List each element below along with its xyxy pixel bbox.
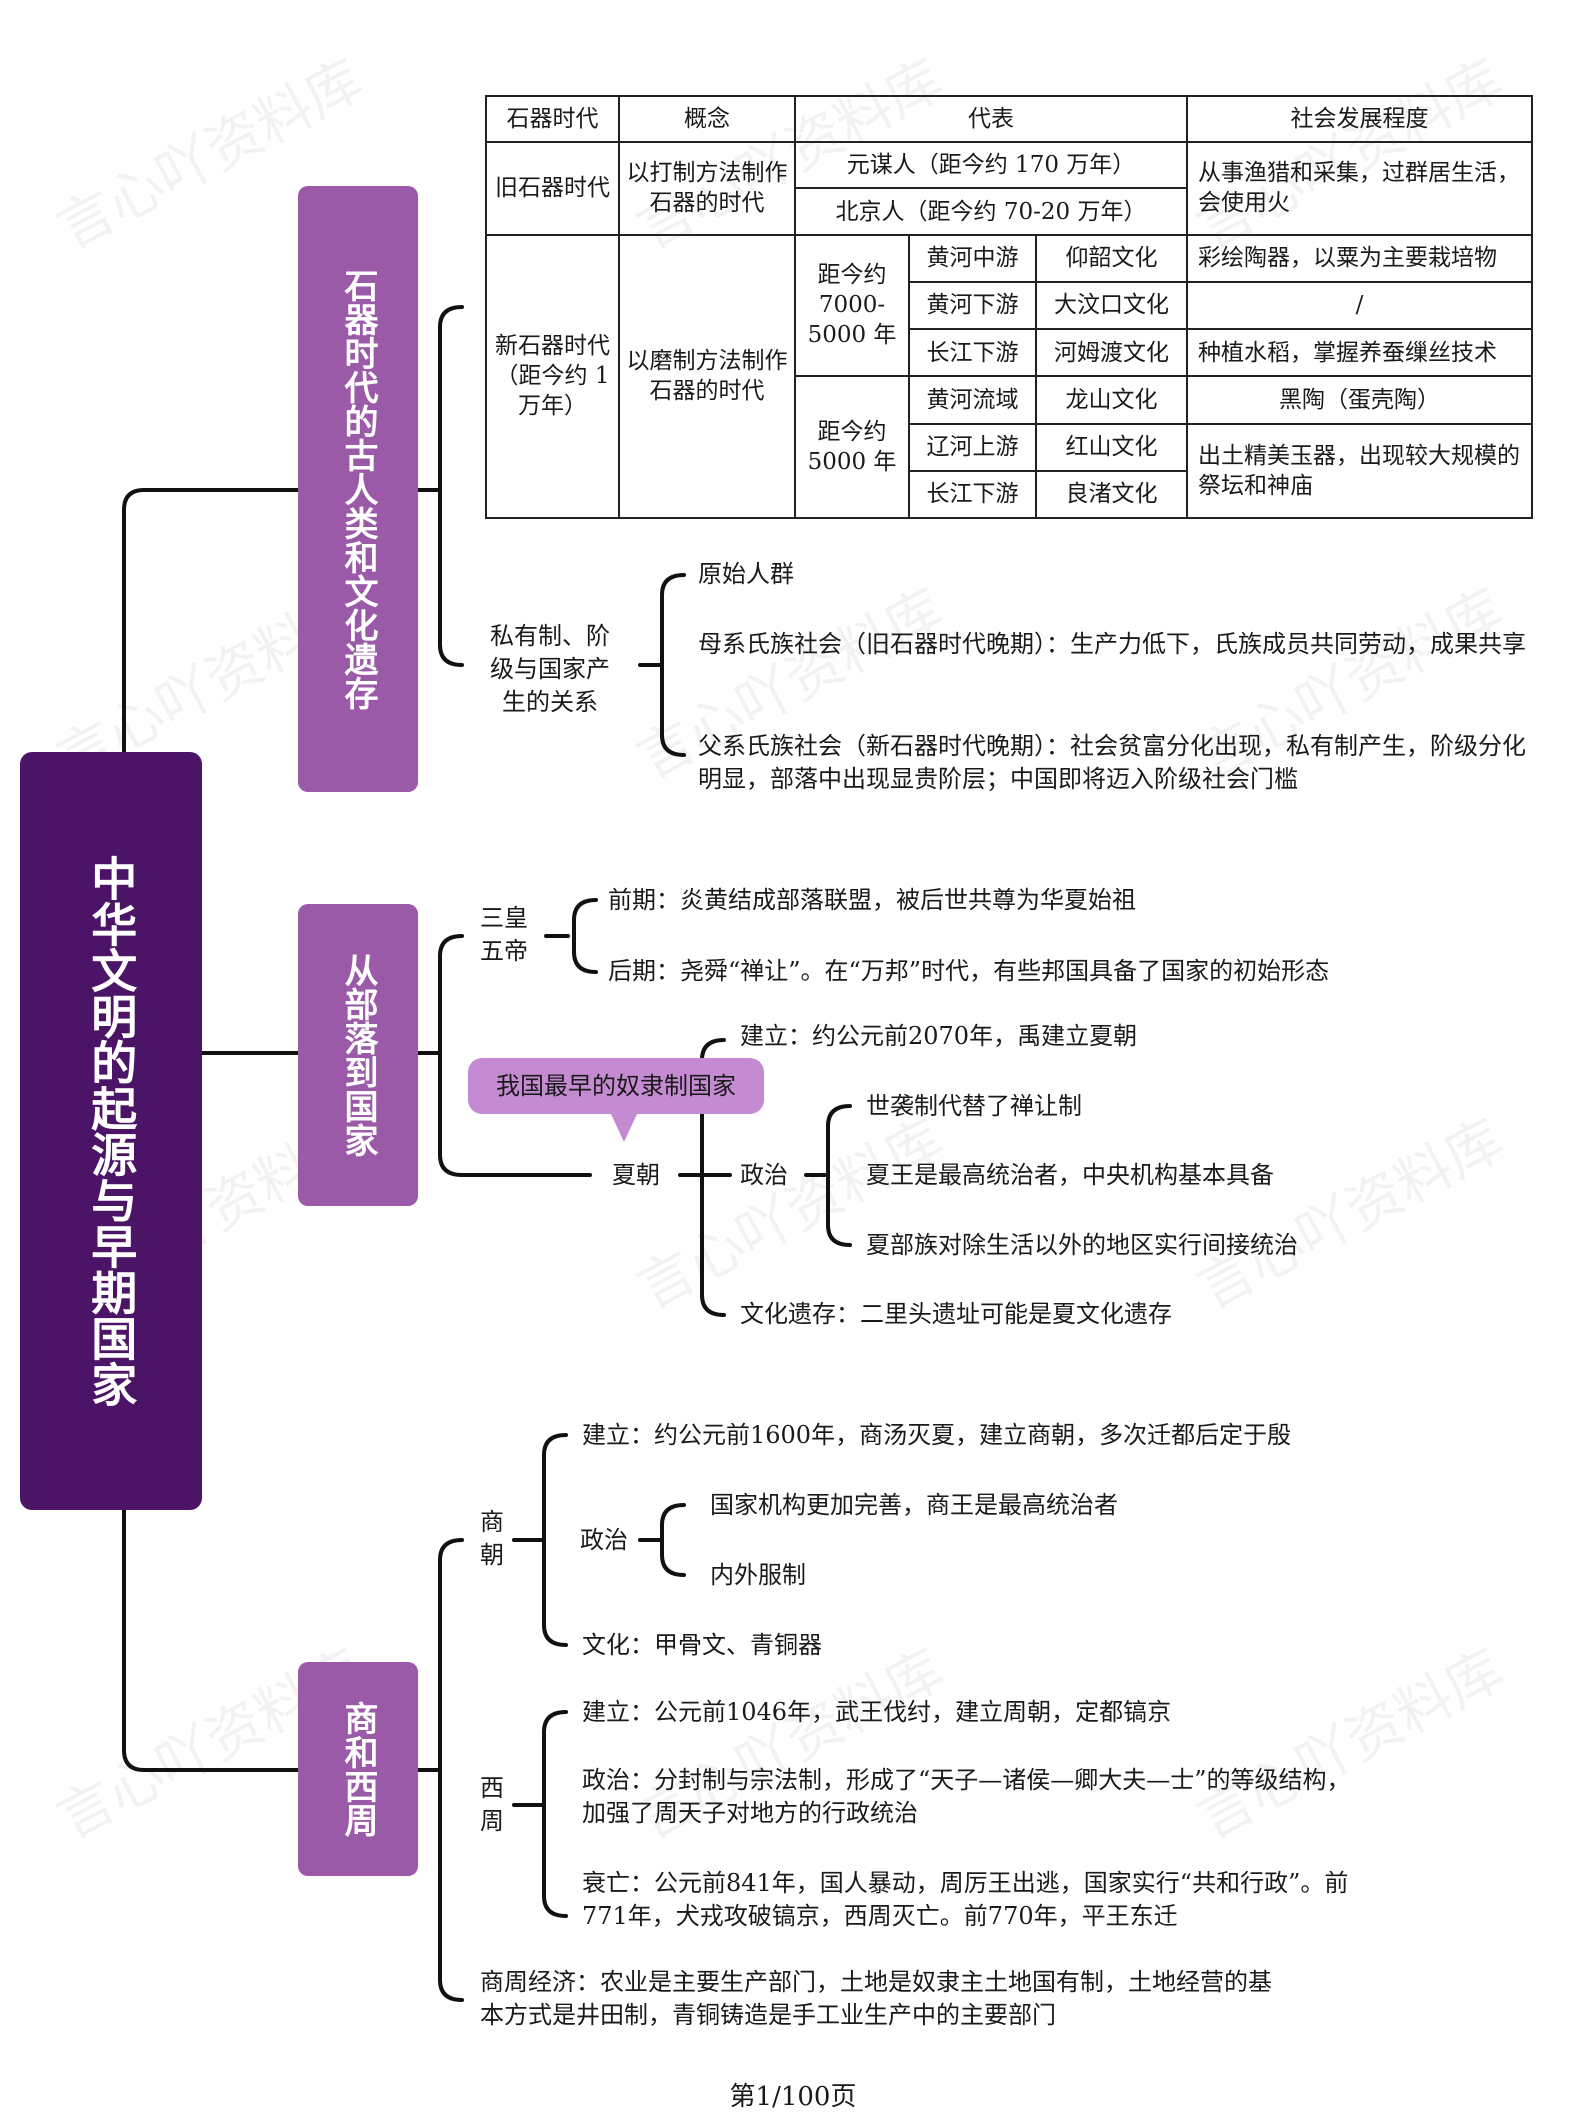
xia-politics-label: 政治 — [740, 1161, 788, 1189]
zhou-label: 西周 — [480, 1774, 504, 1835]
table-header: 概念 — [618, 94, 796, 144]
shang-label: 商朝 — [480, 1508, 504, 1569]
shang-culture: 文化：甲骨文、青铜器 — [582, 1631, 822, 1659]
society-item: 母系氏族社会（旧石器时代晚期）：生产力低下，氏族成员共同劳动，成果共享 — [698, 630, 1526, 658]
table-cell: 仰韶文化 — [1034, 233, 1189, 283]
xia-politics-item: 夏部族对除生活以外的地区实行间接统治 — [866, 1231, 1298, 1259]
table-cell: 以打制方法制作石器的时代 — [618, 141, 796, 236]
xia-culture: 文化遗存：二里头遗址可能是夏文化遗存 — [740, 1300, 1172, 1328]
table-cell: 彩绘陶器，以粟为主要栽培物 — [1186, 233, 1534, 283]
zhou-found: 建立：公元前1046年，武王伐纣，建立周朝，定都镐京 — [582, 1698, 1172, 1726]
society-item: 父系氏族社会（新石器时代晚期）：社会贫富分化出现，私有制产生，阶级分化明显，部落… — [698, 732, 1526, 793]
table-cell: / — [1186, 280, 1534, 331]
table-header: 代表 — [793, 94, 1189, 144]
stone-age-table: 石器时代 概念 代表 社会发展程度 旧石器时代 以打制方法制作石器的时代 元谋人… — [485, 94, 1534, 520]
economy: 商周经济：农业是主要生产部门，土地是奴隶主土地国有制，土地经营的基本方式是井田制… — [480, 1968, 1272, 2029]
society-label: 私有制、阶级与国家产生的关系 — [490, 622, 610, 716]
table-cell: 距今约 5000 年 — [794, 375, 910, 519]
table-cell: 辽河上游 — [908, 422, 1037, 472]
table-cell: 距今约 7000-5000 年 — [794, 233, 910, 378]
table-cell: 龙山文化 — [1034, 375, 1189, 425]
table-cell: 大汶口文化 — [1034, 280, 1189, 331]
xia-label: 夏朝 — [612, 1161, 660, 1189]
table-cell: 河姆渡文化 — [1034, 328, 1189, 378]
table-cell: 种植水稻，掌握养蚕缫丝技术 — [1186, 328, 1534, 378]
table-cell: 北京人（距今约 70-20 万年） — [793, 187, 1189, 236]
zhou-politics: 政治：分封制与宗法制，形成了“天子—诸侯—卿大夫—士”的等级结构，加强了周天子对… — [582, 1766, 1351, 1827]
table-header: 社会发展程度 — [1186, 94, 1534, 144]
table-header: 石器时代 — [485, 94, 620, 144]
branch-stone-age: 石器时代的古人类和文化遗存 — [298, 186, 418, 792]
table-cell: 长江下游 — [908, 328, 1037, 378]
table-cell: 黄河流域 — [908, 375, 1037, 425]
shang-politics-item: 国家机构更加完善，商王是最高统治者 — [710, 1491, 1118, 1519]
table-cell: 黄河下游 — [908, 280, 1037, 331]
xia-found: 建立：约公元前2070年，禹建立夏朝 — [740, 1022, 1138, 1050]
table-cell: 长江下游 — [908, 469, 1037, 520]
branch-shang-zhou: 商和西周 — [298, 1662, 418, 1876]
table-cell: 旧石器时代 — [485, 141, 620, 236]
society-item: 原始人群 — [698, 560, 794, 588]
table-cell: 良渚文化 — [1034, 469, 1189, 520]
sanhuang-label: 三皇五帝 — [480, 904, 528, 965]
xia-politics-item: 世袭制代替了禅让制 — [866, 1092, 1082, 1120]
shang-politics-label: 政治 — [580, 1526, 628, 1554]
branch-tribe-to-state: 从部落到国家 — [298, 904, 418, 1206]
table-cell: 从事渔猎和采集，过群居生活，会使用火 — [1186, 141, 1534, 236]
shang-found: 建立：约公元前1600年，商汤灭夏，建立商朝，多次迁都后定于殷 — [582, 1421, 1292, 1449]
sanhuang-item: 后期：尧舜“禅让”。在“万邦”时代，有些邦国具备了国家的初始形态 — [608, 957, 1330, 985]
table-cell: 以磨制方法制作石器的时代 — [618, 233, 796, 520]
sanhuang-item: 前期：炎黄结成部落联盟，被后世共尊为华夏始祖 — [608, 886, 1136, 914]
callout-bubble: 我国最早的奴隶制国家 — [468, 1058, 764, 1114]
table-cell: 新石器时代（距今约 1 万年） — [485, 233, 620, 520]
zhou-decline: 衰亡：公元前841年，国人暴动，周厉王出逃，国家实行“共和行政”。前771年，犬… — [582, 1869, 1349, 1930]
table-cell: 红山文化 — [1034, 422, 1189, 472]
callout-tail — [610, 1112, 638, 1142]
table-cell: 元谋人（距今约 170 万年） — [793, 141, 1189, 190]
root-title: 中华文明的起源与早期国家 — [20, 752, 202, 1510]
page-number: 第1/100页 — [729, 2082, 857, 2112]
table-cell: 出土精美玉器，出现较大规模的祭坛和神庙 — [1186, 422, 1534, 520]
table-cell: 黄河中游 — [908, 233, 1037, 283]
shang-politics-item: 内外服制 — [710, 1561, 806, 1589]
table-cell: 黑陶（蛋壳陶） — [1186, 375, 1534, 425]
xia-politics-item: 夏王是最高统治者，中央机构基本具备 — [866, 1161, 1274, 1189]
